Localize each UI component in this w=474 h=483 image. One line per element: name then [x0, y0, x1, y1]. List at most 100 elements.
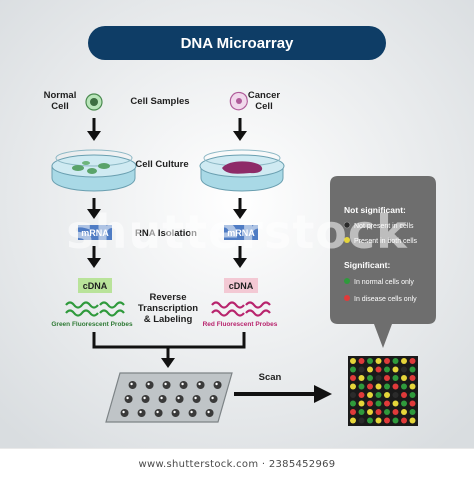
microarray-spot-green: [375, 392, 382, 398]
microarray-spot-red: [384, 375, 390, 381]
microarray-spot-yellow: [350, 358, 356, 364]
microarray-spot-yellow: [375, 358, 382, 364]
microarray-spot-yellow: [358, 375, 365, 381]
cdna-box-normal: [78, 278, 112, 293]
page-title: DNA Microarray: [181, 35, 294, 52]
slide-probe-dot: [128, 381, 137, 389]
cdna-box-cancer: [224, 278, 258, 293]
scan-label: Scan: [259, 372, 282, 383]
legend-not-significant-heading: Not significant:: [344, 205, 406, 215]
merge-bracket: [92, 332, 246, 360]
slide-probe-dot: [192, 395, 201, 403]
slide-probe-highlight: [143, 396, 146, 400]
microarray-spot-red: [392, 383, 399, 390]
microarray-spot-red: [367, 400, 373, 407]
cdna-label-cancer: cDNA: [229, 281, 254, 291]
microarray-spot-yellow: [392, 366, 399, 373]
microarray-spot-green: [375, 400, 382, 407]
microarray-spot-green: [409, 392, 416, 398]
microarray-spot-green: [392, 375, 399, 381]
mrna-label-normal: mRNA: [81, 228, 109, 238]
microarray-spot-green: [367, 358, 373, 364]
microarray-spot-green: [384, 383, 390, 390]
slide-probe-dot: [145, 381, 154, 389]
slide-probe-highlight: [160, 396, 163, 400]
slide-probe-highlight: [139, 410, 142, 414]
microarray-spot-green: [392, 358, 399, 364]
merge-arrow-head: [161, 358, 175, 368]
legend-significant-heading: Significant:: [344, 260, 390, 270]
microarray-spot-yellow: [375, 417, 382, 424]
slide-probe-dot: [120, 409, 129, 417]
microarray-spot-green: [384, 366, 390, 373]
microarray-spot-yellow: [392, 400, 399, 407]
petri-dish-normal: [51, 149, 137, 192]
slide-probe-dot: [154, 409, 163, 417]
arrows-row-3: [87, 246, 247, 268]
microarray-spot-red: [401, 392, 407, 398]
microarray-spot-green: [401, 383, 407, 390]
microarray-spot-red: [384, 400, 390, 407]
slide-probe-dot: [137, 409, 146, 417]
microarray-spot-red: [384, 358, 390, 364]
microarray-spot-green: [350, 366, 356, 373]
slide-probe-dot: [158, 395, 167, 403]
microarray-spot-red: [409, 358, 416, 364]
microarray-spot-yellow: [350, 383, 356, 390]
microarray-spot-green: [350, 400, 356, 407]
microarray-spot-yellow: [401, 409, 407, 415]
slide-probe-dot: [162, 381, 171, 389]
legend-normal-only: In normal cells only: [354, 279, 414, 286]
legend-black-dot-icon: [343, 221, 351, 229]
microarray-spot-green: [392, 417, 399, 424]
slide-probe-highlight: [126, 396, 129, 400]
microarray-spot-yellow: [401, 375, 407, 381]
legend-disease-only: In disease cells only: [354, 296, 417, 303]
slide-probe-highlight: [190, 410, 193, 414]
microarray-spots: [350, 358, 416, 424]
cell-samples-label: Cell Samples: [130, 96, 189, 107]
legend-green-dot-icon: [344, 278, 350, 284]
green-probe-waves: [65, 301, 125, 317]
microarray-spot-green: [367, 417, 373, 424]
petri-dish-cancer: [199, 149, 285, 192]
slide-probe-dot: [196, 381, 205, 389]
cell-culture-label: Cell Culture: [135, 159, 188, 170]
microarray-spot-yellow: [384, 392, 390, 398]
microarray-spot-green: [384, 409, 390, 415]
slide-probe-highlight: [177, 396, 180, 400]
microarray-spot-red: [367, 383, 373, 390]
microarray-spot-red: [375, 409, 382, 415]
microarray-spot-red: [350, 409, 356, 415]
slide-probe-dot: [213, 381, 222, 389]
normal-cell-icon: [85, 93, 103, 111]
microarray-spot-yellow: [367, 366, 373, 373]
microarray-chip: [348, 356, 418, 426]
slide-probe-highlight: [181, 382, 184, 386]
slide-probe-highlight: [122, 410, 125, 414]
microarray-spot-yellow: [401, 358, 407, 364]
slide-probe-highlight: [164, 382, 167, 386]
slide-probe-highlight: [130, 382, 133, 386]
microarray-spot-red: [358, 392, 365, 398]
microarray-spot-black: [358, 366, 365, 373]
slide-probe-highlight: [198, 382, 201, 386]
slide-probe-highlight: [215, 382, 218, 386]
microarray-spot-green: [409, 409, 416, 415]
microarray-spot-black: [401, 366, 407, 373]
microarray-spot-red: [392, 409, 399, 415]
microarray-spot-red: [409, 400, 416, 407]
arrows-row-1: [87, 118, 247, 141]
microarray-spot-yellow: [409, 417, 416, 424]
microarray-spot-red: [350, 375, 356, 381]
slide-probe-dot: [171, 409, 180, 417]
microarray-spot-red: [375, 366, 382, 373]
legend-not-present: Not present in cells: [354, 223, 414, 230]
green-probes-label: Green Fluorescent Probes: [51, 321, 133, 328]
cancer-cell-icon: [229, 91, 248, 111]
legend-bubble: [330, 176, 436, 348]
slide-probe-highlight: [147, 382, 150, 386]
